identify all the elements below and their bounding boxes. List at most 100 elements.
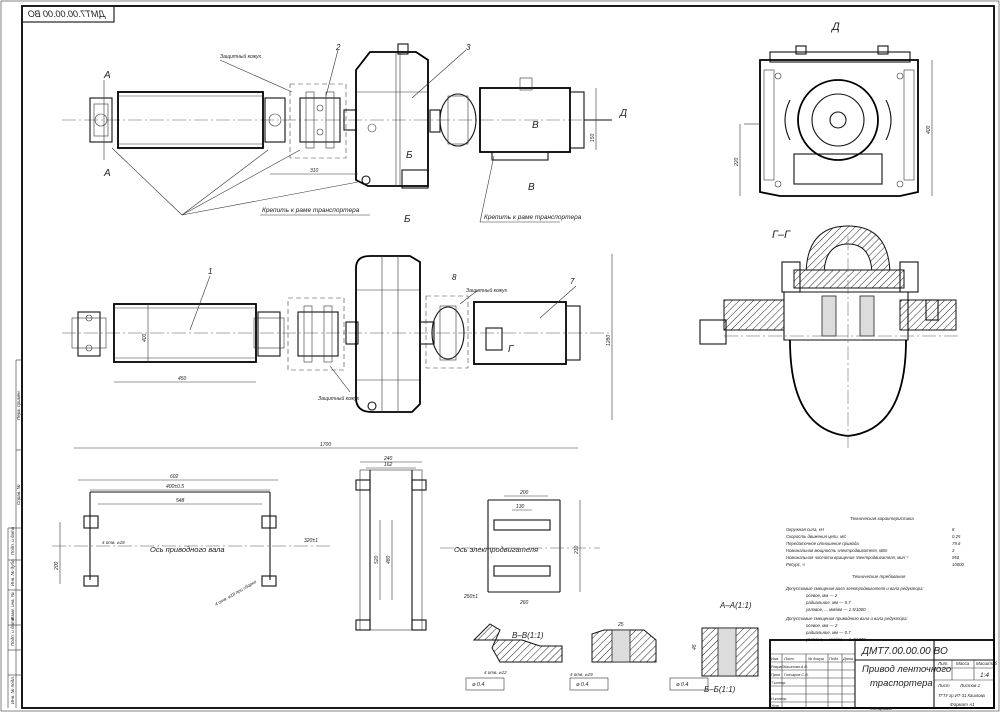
dim-vert-162: 162 [384, 462, 393, 468]
req-1a: осевое, мм — 2 [806, 593, 838, 598]
titleblock-prov-name: Гончаров С.В. [784, 673, 809, 677]
holes-label-1: 4 отв. ⌀18 [102, 540, 125, 545]
coupling-front [299, 97, 341, 143]
view-d-shaft-bore [797, 79, 879, 161]
tol-1: ⌀ 0.4 [472, 682, 485, 688]
req-1b: радиальное, мм — 0.7 [805, 600, 851, 605]
spec-row-6-label: Ресурс, ч [786, 562, 805, 567]
dim-motor-210: 210 [574, 545, 580, 555]
dim-plan-1700: 1700 [320, 442, 331, 448]
dim-plan-400: 400 [142, 333, 148, 342]
titleblock-razrab-name: Кашпова А.В. [784, 665, 808, 669]
callout-d-right: Д [619, 108, 627, 119]
sidebar-label-3: Подп. и дата [10, 526, 15, 555]
dim-pattern-200: 200 [54, 561, 60, 571]
guard-plan [287, 297, 345, 371]
titleblock-data: Дата [842, 657, 853, 661]
spec-row-6-value: 10000 [952, 562, 965, 567]
titleblock-title-1: Привод ленточного [862, 664, 951, 675]
titleblock-list: Лист [783, 657, 794, 661]
callout-v-bottom: В [528, 182, 535, 193]
sidebar-label-5: Взам. инв. № [10, 592, 15, 620]
holes-bb: 4 отв. ⌀19 [570, 672, 593, 677]
guard-front [289, 83, 347, 159]
titleblock-code: ДМТ7.00.00.00 ВО [861, 646, 948, 657]
section-aa: А–А(1:1) 45 ⌀ 0.4 Б–Б(1:1) [669, 601, 759, 694]
holes-vv: 4 отв. ⌀12 [484, 670, 507, 675]
titleblock-sheets: Листов 1 [959, 683, 981, 688]
req-heading: Технические требования [852, 574, 906, 579]
guard-label-motor: Защитный кожух [466, 287, 508, 294]
spec-row-1-value: 8 [952, 527, 955, 532]
dim-vert-480: 480 [386, 555, 392, 564]
dim-bb-25: 25 [617, 622, 624, 628]
dim-aa-45: 45 [692, 644, 698, 650]
callout-a-bottom: А [103, 168, 111, 179]
req-1c: угловое, ... мм/мм — 1.5/1000 [805, 607, 866, 612]
bearing-right-plan [257, 311, 281, 357]
view-d-housing [759, 59, 919, 197]
titleblock-lit: Лит. [937, 661, 949, 666]
section-vv-profile [472, 623, 563, 663]
callout-b-bottom: Б [404, 214, 411, 225]
callout-8: 8 [452, 273, 457, 282]
gearbox-front [355, 51, 429, 187]
dim-front-150: 150 [590, 133, 596, 142]
code-stamp-text: ДМТ7.00.00.00 ВО [28, 9, 106, 19]
titleblock-prov: Пров. [771, 673, 781, 677]
req-2a: осевое, мм — 2 [806, 623, 838, 628]
sidebar-label-4: Инв. № дубл. [10, 558, 15, 586]
title-block: ДМТ7.00.00.00 ВО Привод ленточного трасп… [769, 639, 997, 711]
titleblock-tkontr: Т.контр. [771, 681, 786, 685]
guard-label-top: Защитный кожух [220, 53, 262, 60]
guard-motor-plan [425, 295, 469, 369]
hole-pattern-drive: Ось приводного вала 602 400±0.5 548 200 … [52, 474, 330, 607]
titleblock-copied: Копировал [870, 706, 893, 711]
coupling-plan [297, 311, 339, 357]
gearbox-plan [355, 255, 421, 413]
bearing-left-front [89, 97, 113, 143]
titleblock-utv: Утв. [771, 704, 780, 708]
titleblock-sheet: Лист [937, 683, 950, 688]
sidebar-label-6: Подп. и дата [10, 617, 15, 646]
dim-motor-250: 250±1 [463, 594, 478, 600]
callout-7: 7 [570, 277, 575, 286]
specs-heading: Техническая характеристика [850, 516, 914, 521]
dim-front-310: 310 [310, 168, 319, 174]
tol-3: ⌀ 0.4 [676, 682, 689, 688]
titleblock-nkontr: Н.контр. [771, 697, 787, 701]
motor-coupling-plan [431, 306, 465, 360]
req-2: Допустимые смещения приводного вала и ва… [785, 616, 909, 621]
inner-frame [21, 5, 995, 709]
titleblock-podp: Подп. [829, 657, 839, 661]
spec-row-5-value: 950 [952, 555, 960, 560]
spec-row-5-label: Номинальная частота вращения электродвиг… [786, 555, 909, 560]
axis-label-motor: Ось электродвигателя [454, 545, 538, 554]
titleblock-massa: Масса [956, 661, 970, 666]
dim-motor-200: 200 [519, 490, 529, 496]
titleblock-title-2: траспортера [870, 678, 933, 689]
spec-row-2-label: Скорость движения цепи, м/с [786, 534, 847, 539]
dim-d-220: 220 [734, 157, 740, 167]
callout-v-top: В [532, 120, 539, 131]
sidebar-label-1: Перв. примен. [16, 390, 21, 420]
dim-d-400: 400 [926, 125, 932, 134]
plan-view: 1 Защитный кожух 8 Защитный кожух 7 Г [62, 254, 613, 449]
guard-label-plan: Защитный кожух [318, 395, 360, 402]
titleblock-izm: Изм. [771, 657, 779, 661]
hole-pattern-motor: Ось электродвигателя 200 130 210 250±1 2… [440, 490, 600, 606]
holes-label-2: 4 отв. ⌀18 при сборке [214, 579, 258, 607]
section-bb: 25 ⌀ 0.4 4 отв. ⌀19 [569, 622, 657, 691]
hole-pattern-vertical: 240 162 520 480 [355, 456, 427, 631]
front-view: А А В В Б Б Д 2 3 Защитный кожух Крепить… [62, 43, 627, 225]
titleblock-format: Формат А1 [950, 702, 975, 707]
sidebar-label-7: Инв. № подл. [10, 676, 15, 704]
dim-plan-450: 450 [178, 376, 187, 382]
spec-row-4-value: 3 [952, 548, 955, 553]
dim-vert-240: 240 [383, 456, 393, 462]
bearing-right-front [264, 97, 286, 143]
view-d-title: Д [830, 21, 840, 33]
spec-row-1-label: Окружная сила, кН [786, 527, 825, 532]
frame-mount-label-2: Крепить к раме транспортера [484, 214, 582, 221]
